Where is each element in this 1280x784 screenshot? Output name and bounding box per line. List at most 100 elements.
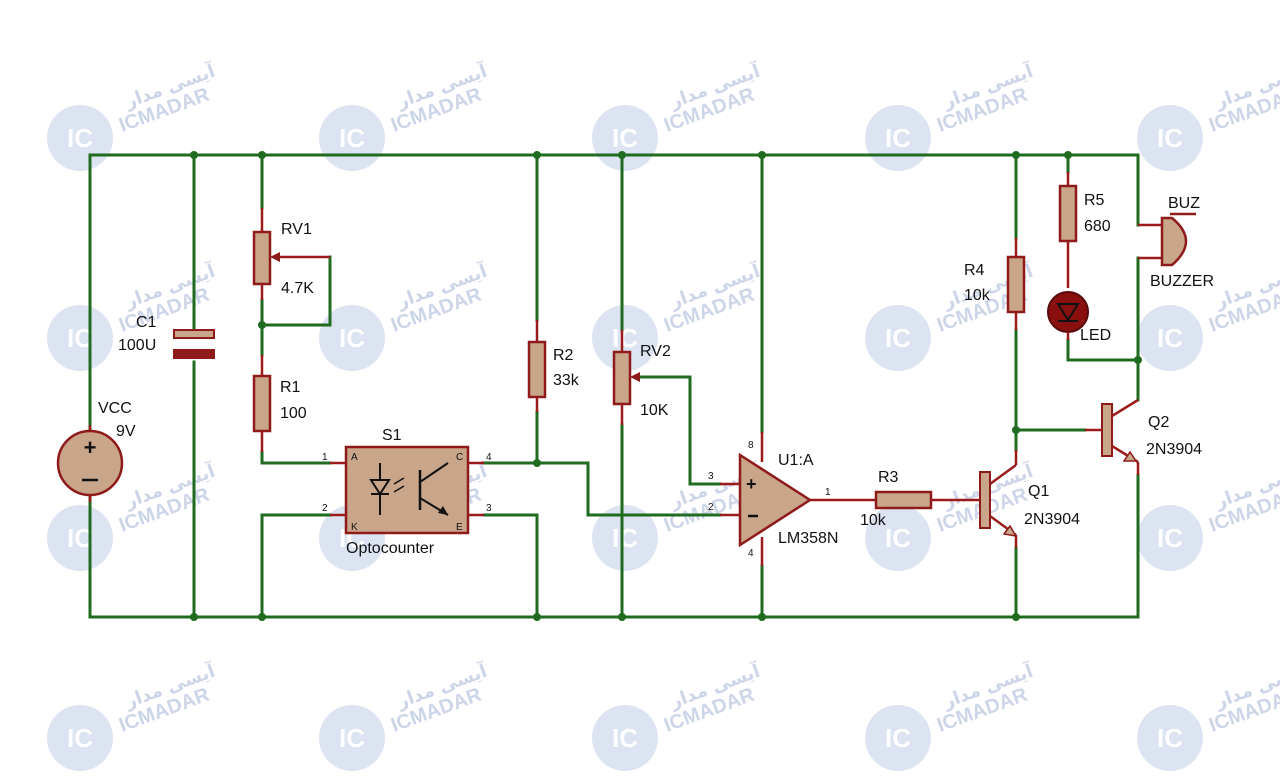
u1-value: LM358N bbox=[778, 530, 838, 547]
s1-label: S1 bbox=[382, 427, 402, 444]
r3-value: 10k bbox=[860, 512, 887, 529]
watermark-ic-badge bbox=[1137, 505, 1203, 571]
watermark-ic-text: IC bbox=[1157, 323, 1183, 353]
watermark-ic-badge bbox=[47, 505, 113, 571]
led-label: LED bbox=[1080, 327, 1111, 344]
rv1-label: RV1 bbox=[281, 221, 312, 238]
q1-label: Q1 bbox=[1028, 483, 1049, 500]
s1-pin-4: 4 bbox=[486, 452, 492, 463]
s1-value: Optocounter bbox=[346, 540, 435, 557]
rv2-label: RV2 bbox=[640, 343, 671, 360]
watermark-ic-badge bbox=[592, 705, 658, 771]
s1-pin-a: A bbox=[351, 452, 358, 463]
watermark-ic-badge bbox=[319, 705, 385, 771]
watermark-ic-badge bbox=[592, 305, 658, 371]
buzzer: BUZ BUZZER bbox=[1138, 195, 1214, 290]
s1-pin-3: 3 bbox=[486, 503, 492, 514]
u1-pin-3: 3 bbox=[708, 471, 714, 482]
led-diode: LED bbox=[1047, 291, 1111, 344]
watermark-ic-badge bbox=[865, 305, 931, 371]
s1-pin-k: K bbox=[351, 522, 358, 533]
watermark-ic-badge bbox=[1137, 105, 1203, 171]
r1-label: R1 bbox=[280, 379, 301, 396]
svg-text:+: + bbox=[746, 474, 757, 494]
q1-value: 2N3904 bbox=[1024, 511, 1080, 528]
c1-value: 100U bbox=[118, 337, 156, 354]
watermark-ic-badge bbox=[592, 505, 658, 571]
r3-label: R3 bbox=[878, 469, 899, 486]
watermark-ic-text: IC bbox=[339, 123, 365, 153]
watermark-ic-text: IC bbox=[67, 723, 93, 753]
watermark-ic-text: IC bbox=[1157, 523, 1183, 553]
watermark-ic-badge bbox=[865, 505, 931, 571]
watermark-ic-text: IC bbox=[339, 723, 365, 753]
rv1-potentiometer: RV1 4.7K bbox=[252, 208, 330, 300]
s1-pin-1: 1 bbox=[322, 452, 328, 463]
r5-label: R5 bbox=[1084, 192, 1105, 209]
svg-text:+: + bbox=[84, 435, 97, 460]
rv1-value: 4.7K bbox=[281, 280, 314, 297]
s1-pin-e: E bbox=[456, 522, 463, 533]
r2-value: 33k bbox=[553, 372, 580, 389]
q2-value: 2N3904 bbox=[1146, 441, 1202, 458]
watermark-ic-badge bbox=[865, 705, 931, 771]
rv2-potentiometer: RV2 10K bbox=[612, 330, 671, 425]
c1-label: C1 bbox=[136, 314, 157, 331]
r5-resistor: R5 680 bbox=[1058, 172, 1111, 288]
watermark-ic-text: IC bbox=[885, 523, 911, 553]
watermark-ic-badge bbox=[1137, 305, 1203, 371]
r1-value: 100 bbox=[280, 405, 307, 422]
u1-pin-4: 4 bbox=[748, 548, 754, 559]
watermark-ic-text: IC bbox=[67, 123, 93, 153]
watermark-ic-text: IC bbox=[339, 323, 365, 353]
u1-pin-8: 8 bbox=[748, 440, 754, 451]
s1-pin-2: 2 bbox=[322, 503, 328, 514]
q2-transistor: Q2 2N3904 bbox=[1085, 398, 1202, 475]
u1-opamp: + 3 2 1 8 4 U1:A LM358N bbox=[708, 432, 845, 566]
s1-pin-c: C bbox=[456, 452, 463, 463]
r1-resistor: R1 100 bbox=[252, 355, 307, 452]
watermark-ic-text: IC bbox=[612, 723, 638, 753]
r4-resistor: R4 10k bbox=[964, 238, 1026, 330]
watermark-ic-text: IC bbox=[1157, 123, 1183, 153]
vcc-value: 9V bbox=[116, 423, 136, 440]
r4-label: R4 bbox=[964, 262, 985, 279]
r5-value: 680 bbox=[1084, 218, 1111, 235]
r4-value: 10k bbox=[964, 287, 991, 304]
vcc-label: VCC bbox=[98, 400, 132, 417]
watermark-ic-text: IC bbox=[612, 523, 638, 553]
u1-pin-1: 1 bbox=[825, 487, 831, 498]
q2-label: Q2 bbox=[1148, 414, 1169, 431]
watermark-ic-text: IC bbox=[1157, 723, 1183, 753]
rv2-value: 10K bbox=[640, 402, 669, 419]
watermark-ic-badge bbox=[319, 305, 385, 371]
r2-label: R2 bbox=[553, 347, 574, 364]
r3-resistor: R3 10k bbox=[845, 469, 965, 529]
watermark-ic-text: IC bbox=[885, 723, 911, 753]
watermark-ic-text: IC bbox=[612, 323, 638, 353]
watermark-ic-text: IC bbox=[885, 123, 911, 153]
watermark-ic-text: IC bbox=[885, 323, 911, 353]
buzzer-value: BUZZER bbox=[1150, 273, 1214, 290]
vcc-source: + VCC 9V bbox=[56, 400, 136, 502]
buzzer-label: BUZ bbox=[1168, 195, 1200, 212]
r2-resistor: R2 33k bbox=[527, 320, 580, 412]
junction-dots bbox=[190, 151, 1142, 621]
q1-transistor: Q1 2N3904 bbox=[965, 450, 1080, 548]
u1-pin-2: 2 bbox=[708, 502, 714, 513]
watermark-ic-text: IC bbox=[612, 123, 638, 153]
watermark-ic-badge bbox=[47, 705, 113, 771]
watermark-ic-badge bbox=[1137, 705, 1203, 771]
s1-optocoupler: A K C E 1 2 3 4 S1 Optocounter bbox=[322, 427, 492, 557]
u1-label: U1:A bbox=[778, 452, 814, 469]
